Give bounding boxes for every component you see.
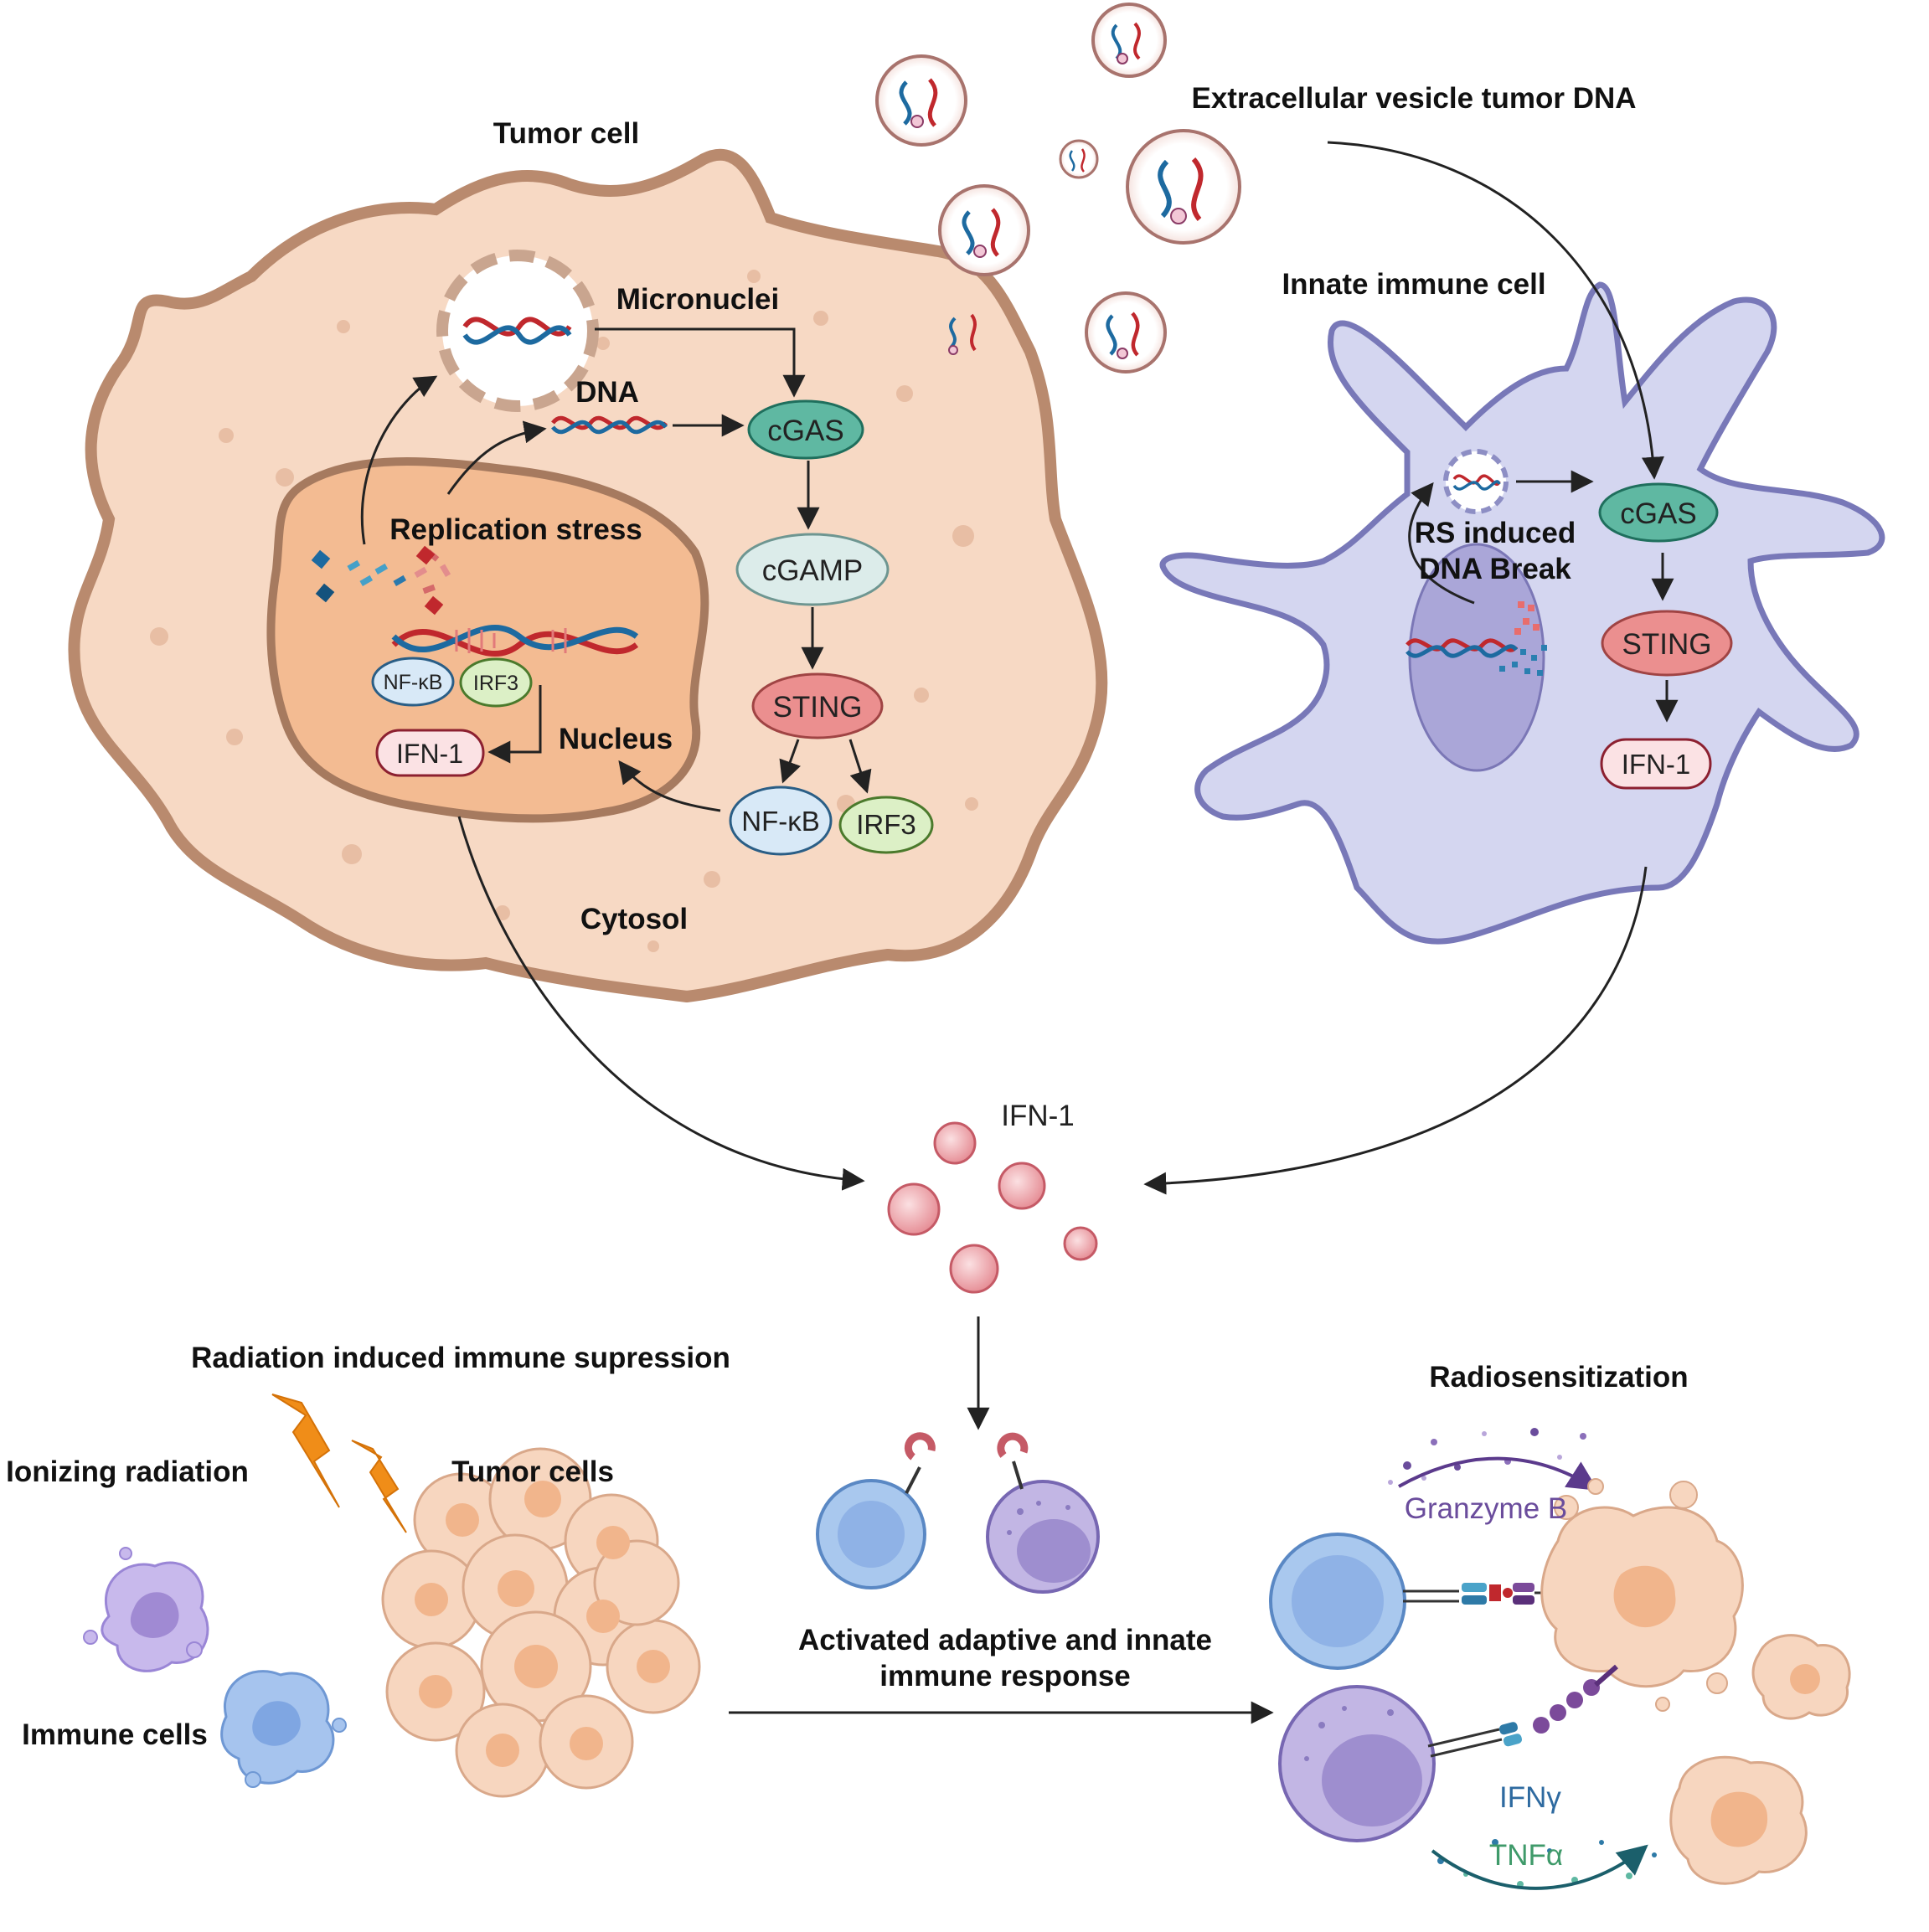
activated-response-line1: Activated adaptive and innate	[798, 1624, 1212, 1656]
nuclear-dna-helix	[391, 624, 639, 657]
tnfa-label: TNFα	[1489, 1839, 1563, 1872]
nk-receptor-complex	[1427, 1664, 1618, 1758]
immune-ifn-label: IFN-1	[1622, 749, 1691, 780]
tumor-cell: NF-κB IRF3 IFN-1 cGAS cGAMP STING NF-κB …	[68, 148, 1108, 1003]
irf3-to-ifn-arrow	[487, 685, 542, 764]
immune-cgas-node	[1598, 482, 1719, 543]
immune-micronucleus	[1443, 449, 1509, 514]
rs-induced-label-line1: RS induced	[1415, 517, 1576, 549]
ifn-secreted-particles	[887, 1121, 1098, 1294]
immune-ifn-to-center-arrow	[1143, 866, 1648, 1195]
tumor-nfkb-node	[729, 786, 833, 856]
tumor-nfkb-label: NF-κB	[741, 806, 820, 837]
vesicle	[1085, 291, 1167, 374]
immune-sting-label: STING	[1622, 628, 1712, 661]
immune-pathway-arrows	[1408, 470, 1679, 723]
cytokine-arrow	[1431, 1844, 1648, 1890]
granzyme-label: Granzyme B	[1405, 1492, 1568, 1525]
tumor-cell-cluster	[381, 1447, 701, 1798]
tumor-irf3-node	[838, 796, 934, 854]
extracellular-vesicles	[875, 3, 1241, 374]
nuclear-irf3	[459, 657, 533, 708]
ionizing-radiation-label: Ionizing radiation	[6, 1455, 249, 1488]
granzyme-dots	[1388, 1428, 1586, 1485]
ev-to-immune-cgas-arrow	[1327, 141, 1664, 480]
immune-nuclear-dna	[1405, 601, 1547, 676]
ifng-label: IFNγ	[1499, 1781, 1561, 1814]
vesicle	[1059, 139, 1099, 179]
immune-ifn-node	[1600, 738, 1712, 790]
tcr-mhc-complex	[1403, 1583, 1560, 1605]
nuclear-nfkb	[371, 657, 455, 707]
tumor-cgamp-label: cGAMP	[762, 554, 864, 587]
nuclear-nfkb-label: NF-κB	[384, 671, 443, 694]
immune-sting-node	[1601, 610, 1733, 677]
radiosensitization-title: Radiosensitization	[1429, 1361, 1688, 1394]
micronucleus	[436, 250, 599, 412]
tumor-sting-label: STING	[773, 691, 863, 724]
tumor-pathway-arrows	[360, 327, 872, 812]
tumor-cgamp-node	[735, 533, 890, 606]
radiosensitized-nk-cell	[1278, 1685, 1436, 1842]
innate-immune-cell: cGAS STING IFN-1	[1159, 281, 1885, 945]
vesicle	[875, 54, 967, 147]
replication-stress-label: Replication stress	[389, 513, 642, 546]
cytosol-speckles	[150, 270, 978, 952]
tumor-cgas-node	[747, 399, 864, 460]
dna-fragments	[311, 545, 451, 616]
extracellular-title: Extracellular vesicle tumor DNA	[1191, 82, 1636, 115]
tumor-cgas-label: cGAS	[767, 415, 843, 447]
tumor-cells-label: Tumor cells	[451, 1455, 614, 1488]
immune-cells-label: Immune cells	[22, 1718, 208, 1751]
cytosolic-dna	[551, 415, 668, 435]
free-ev-dna	[948, 313, 977, 355]
tumor-sting-node	[751, 672, 884, 739]
dying-tumor-cell-small	[1751, 1634, 1851, 1720]
nuclear-irf3-label: IRF3	[473, 672, 518, 695]
ifn-center-label: IFN-1	[1001, 1100, 1075, 1132]
radiosensitized-t-cell	[1269, 1533, 1406, 1670]
vesicle	[938, 184, 1030, 276]
immune-nucleus	[1408, 543, 1545, 772]
lightning-bolts	[271, 1394, 407, 1533]
dying-tumor-cell-large	[1540, 1478, 1744, 1712]
activated-nk-cell	[986, 1432, 1100, 1594]
nucleus-label: Nucleus	[559, 723, 673, 755]
activated-response-line2: immune response	[879, 1660, 1131, 1692]
micronuclei-label: Micronuclei	[616, 283, 779, 316]
innate-immune-cell-title: Innate immune cell	[1282, 268, 1545, 301]
nuclear-ifn-label: IFN-1	[396, 739, 463, 769]
tumor-cell-title: Tumor cell	[493, 117, 639, 150]
granzyme-arrow	[1398, 1456, 1599, 1491]
dna-label: DNA	[575, 376, 639, 409]
radiation-suppression-title: Radiation induced immune supression	[191, 1342, 730, 1374]
dying-tumor-cell-bottom	[1669, 1755, 1808, 1885]
tumor-irf3-label: IRF3	[856, 809, 916, 840]
immune-cgas-label: cGAS	[1620, 497, 1696, 530]
vesicle	[1091, 3, 1167, 78]
cytosol-label: Cytosol	[580, 903, 688, 935]
immune-cell-purple	[83, 1547, 209, 1672]
nuclear-ifn	[375, 729, 485, 777]
immune-cell-blue	[220, 1670, 347, 1788]
tumor-nucleus	[266, 457, 709, 823]
tumor-ifn-to-center-arrow	[457, 816, 865, 1191]
vesicle	[1126, 129, 1241, 245]
rs-induced-label-line2: DNA Break	[1419, 553, 1571, 585]
activated-t-cell	[816, 1432, 936, 1589]
